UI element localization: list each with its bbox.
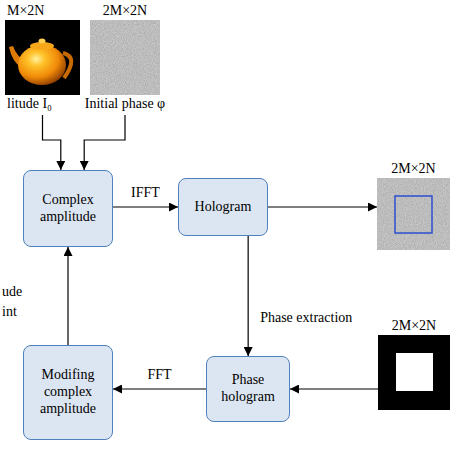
text-row: litude I₀ (5, 95, 80, 113)
phase-noise-image (90, 20, 160, 95)
mask-image (378, 335, 450, 410)
picture-area (5, 20, 80, 95)
image-caption: Initial phase φ (85, 95, 165, 113)
picture-area (90, 20, 160, 95)
box-text: Phase hologram (213, 372, 283, 406)
process-box: Complex amplitude (23, 170, 113, 247)
flow-arrow (113, 206, 178, 207)
image-panel: M×2N litude I₀ (5, 2, 80, 113)
edge-label: FFT (145, 367, 173, 383)
process-box: Phase hologram (206, 356, 290, 422)
process-box: Hologram (178, 178, 268, 236)
flow-arrow (290, 388, 378, 389)
flow-arrow (43, 115, 61, 170)
flow-arrow (84, 115, 125, 170)
teapot-image (5, 20, 80, 95)
box-text: Hologram (195, 199, 252, 216)
image-panel: 2M×2N (377, 160, 450, 250)
flow-arrow (248, 236, 249, 356)
text-row: 2M×2N (90, 2, 160, 20)
side-note: ude (2, 284, 22, 300)
text-row: 2M×2N (378, 317, 450, 335)
process-box: Modifing complex amplitude (23, 345, 113, 440)
text-row: Initial phase φ (90, 95, 160, 113)
size-label: 2M×2N (392, 317, 436, 335)
size-label: M×2N (5, 2, 44, 20)
box-text: Modifing complex amplitude (30, 367, 106, 417)
size-label: 2M×2N (103, 2, 147, 20)
picture-area (377, 178, 450, 250)
image-panel: 2M×2N (378, 317, 450, 410)
text-row: 2M×2N (377, 160, 450, 178)
edge-label: IFFT (129, 185, 162, 201)
picture-area (378, 335, 450, 410)
box-text: Complex amplitude (30, 192, 106, 226)
size-label: 2M×2N (391, 160, 435, 178)
flow-arrow (268, 206, 377, 207)
edge-label: Phase extraction (258, 310, 354, 326)
flow-arrow (113, 388, 206, 389)
image-panel: 2M×2N Initial phase φ (90, 2, 160, 113)
text-row: M×2N (5, 2, 80, 20)
image-caption: litude I₀ (5, 95, 52, 113)
side-note: int (2, 304, 17, 320)
hologram-image (377, 178, 450, 250)
flow-arrow (67, 247, 68, 345)
